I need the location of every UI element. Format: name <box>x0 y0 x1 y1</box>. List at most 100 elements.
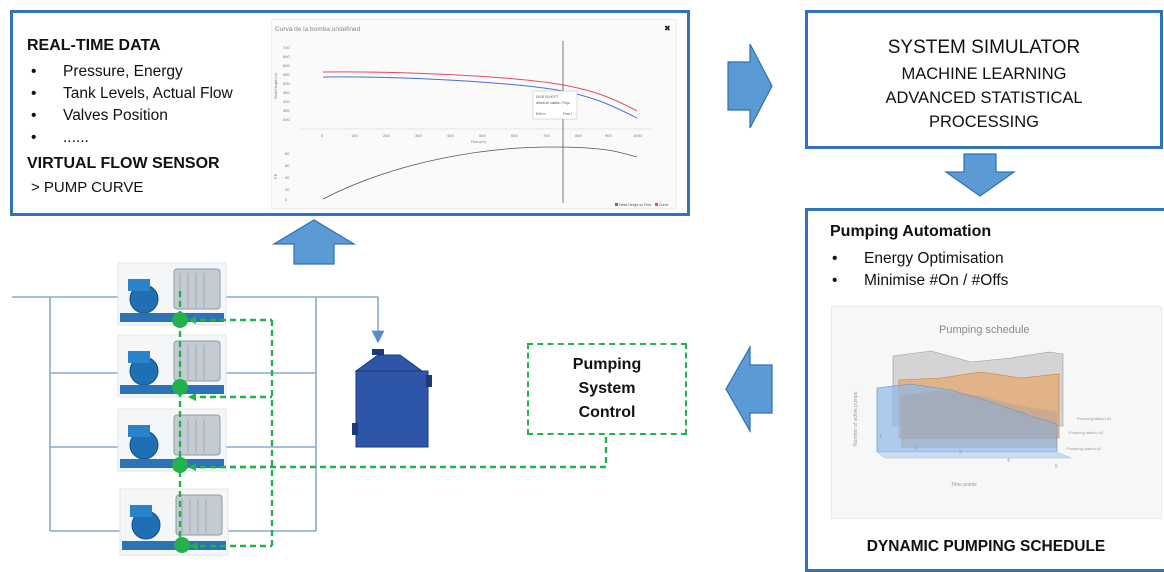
marker-dot: · <box>489 41 491 47</box>
schedule-x-label: Time points <box>951 482 977 488</box>
pump-curve-chart: Curva de la bomba undefined ✖ · 700 650 … <box>271 19 677 209</box>
x-ticks: 0 100 200 300 400 500 600 700 800 900 10… <box>321 133 643 138</box>
list-item: Minimise #On / #Offs <box>828 270 1148 292</box>
schedule-y-label: Number of active pumps <box>853 391 859 446</box>
arrowhead-icon <box>190 542 198 550</box>
y-tick: 550 <box>283 72 290 77</box>
close-icon[interactable]: ✖ <box>664 24 671 33</box>
arrow-right <box>727 43 773 129</box>
pumping-automation-panel: Pumping Automation Energy Optimisation M… <box>805 208 1164 572</box>
tooltip-line: Flow l <box>563 112 572 116</box>
legend-label: Curve <box>659 203 668 207</box>
water-tank-icon <box>352 349 432 448</box>
pump-unit-3[interactable] <box>117 408 227 472</box>
x-tick: 200 <box>383 133 390 138</box>
realtime-title: REAL-TIME DATA <box>27 37 161 54</box>
blue-curve <box>322 76 638 119</box>
x-tick: 100 <box>351 133 358 138</box>
x-tick: 3 <box>959 450 962 456</box>
arrow-left <box>725 345 773 433</box>
y-tick: 700 <box>283 45 290 50</box>
y-tick: 20 <box>285 187 290 192</box>
valve-icon <box>174 537 190 553</box>
pump-unit-4[interactable] <box>119 488 229 556</box>
x-tick: 4 <box>1007 458 1010 464</box>
x-tick: 2 <box>915 446 918 452</box>
simulator-line: PROCESSING <box>928 113 1040 131</box>
x-tick: 5 <box>1055 464 1058 470</box>
list-item: Tank Levels, Actual Flow <box>27 83 277 105</box>
pumping-system-control-box: Pumping System Control <box>527 343 687 435</box>
pump-legend: Head Height vs Flow Curve <box>615 203 668 207</box>
legend-swatch <box>615 203 618 206</box>
control-line: System <box>578 380 636 397</box>
realtime-data-panel: REAL-TIME DATA Pressure, Energy Tank Lev… <box>10 10 690 216</box>
y-label-top: Head Height (m) <box>274 73 278 99</box>
legend-label: Head Height vs Flow <box>619 203 652 207</box>
arrow-down <box>944 153 1016 197</box>
x-tick: 600 <box>511 133 518 138</box>
y-ticks-top: 700 650 600 550 500 450 400 350 300 <box>283 45 290 122</box>
arrowhead-icon <box>188 316 196 324</box>
control-line: Pumping <box>572 356 642 373</box>
red-curve <box>322 71 638 112</box>
list-item: Pressure, Energy <box>27 61 277 83</box>
pump-unit-2[interactable] <box>117 334 227 398</box>
legend-label: Pumping station #3 <box>1077 416 1112 421</box>
pump-unit-1[interactable] <box>117 262 227 326</box>
x-tick: 900 <box>605 133 612 138</box>
schedule-title: Pumping schedule <box>939 324 1030 336</box>
list-item: ...... <box>27 127 277 149</box>
y-label-bottom: P.E <box>274 173 278 179</box>
automation-list: Energy Optimisation Minimise #On / #Offs <box>828 248 1148 292</box>
efficiency-curve <box>322 146 638 200</box>
realtime-list: Pressure, Energy Tank Levels, Actual Flo… <box>27 61 277 149</box>
control-valves <box>172 312 190 553</box>
tooltip-line: Edit m <box>536 112 546 116</box>
y-tick: 300 <box>283 117 290 122</box>
valve-icon <box>172 379 188 395</box>
y-tick: 350 <box>283 108 290 113</box>
system-simulator-panel: SYSTEM SIMULATOR MACHINE LEARNING ADVANC… <box>805 10 1163 149</box>
valve-icon <box>172 457 188 473</box>
y-tick: 650 <box>283 54 290 59</box>
y-ticks-bottom: 80 60 40 20 0 <box>285 151 290 202</box>
simulator-line: ADVANCED STATISTICAL <box>885 89 1083 107</box>
y-tick: 400 <box>283 99 290 104</box>
arrowhead-icon <box>188 393 196 401</box>
sensor-subtitle: > PUMP CURVE <box>31 179 144 196</box>
tooltip: 00:00 00:00 FT Altura de caldas / Flujo … <box>536 95 572 116</box>
arrow-up <box>272 219 356 265</box>
tooltip-line: Altura de caldas / Flujo <box>536 101 570 105</box>
tooltip-line: 00:00 00:00 FT <box>536 95 558 99</box>
x-tick: 500 <box>479 133 486 138</box>
pumping-network-diagram <box>12 262 608 556</box>
valve-icon <box>172 312 188 328</box>
schedule-x-ticks: 1 2 3 4 5 <box>879 434 1058 470</box>
tooltip-box <box>532 90 578 120</box>
x-tick: 1000 <box>633 133 643 138</box>
control-line: Control <box>578 404 636 421</box>
arrowhead-icon <box>188 463 196 471</box>
automation-title: Pumping Automation <box>830 223 992 240</box>
x-label: Flow (m³) <box>471 140 486 144</box>
simulator-line: MACHINE LEARNING <box>901 65 1067 83</box>
y-tick: 80 <box>285 151 290 156</box>
x-tick: 300 <box>415 133 422 138</box>
legend-label: Pumping station #1 <box>1067 446 1102 451</box>
legend-swatch <box>655 203 658 206</box>
legend-label: Pumping station #2 <box>1069 430 1104 435</box>
list-item: Valves Position <box>27 105 277 127</box>
automation-footer: DYNAMIC PUMPING SCHEDULE <box>866 538 1106 555</box>
x-tick: 1 <box>879 434 882 440</box>
y-tick: 450 <box>283 90 290 95</box>
list-item: Energy Optimisation <box>828 248 1148 270</box>
x-tick: 400 <box>447 133 454 138</box>
y-tick: 600 <box>283 63 290 68</box>
y-tick: 40 <box>285 175 290 180</box>
signal-arrowheads <box>188 316 198 550</box>
x-tick: 800 <box>575 133 582 138</box>
y-tick: 0 <box>285 197 288 202</box>
chart-floor <box>876 451 1072 459</box>
pumping-schedule-chart: Pumping schedule Number of active pumps … <box>831 306 1162 519</box>
